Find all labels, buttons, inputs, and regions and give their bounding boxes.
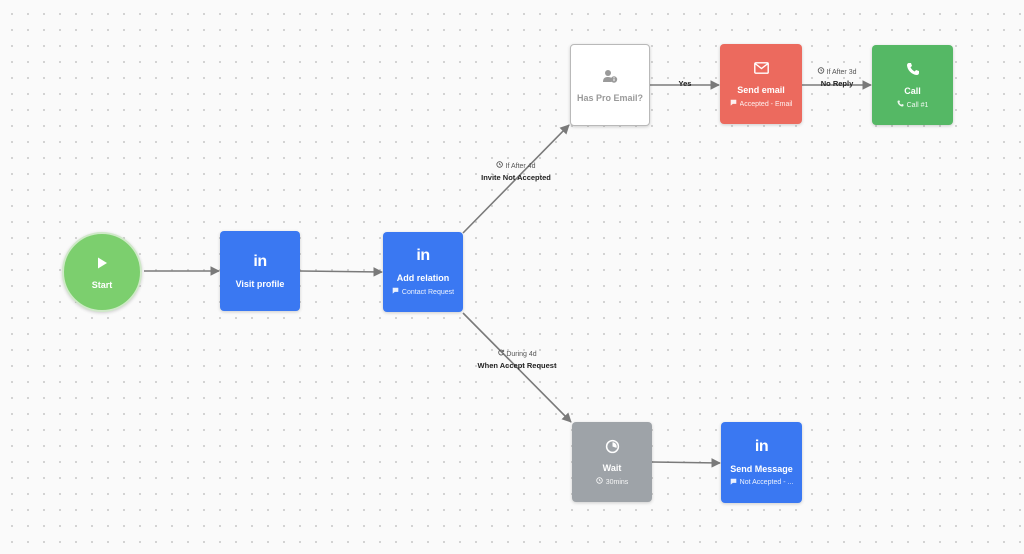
has-pro-email-title: Has Pro Email? <box>576 93 644 103</box>
refresh-icon <box>497 349 504 360</box>
linkedin-icon: in <box>253 253 267 270</box>
message-icon <box>730 478 737 489</box>
call-subtitle: Call #1 <box>897 100 928 111</box>
send-email-node[interactable]: Send email Accepted - Email <box>720 44 802 124</box>
add-relation-subtitle: Contact Request <box>392 287 454 298</box>
edge-label-no-reply[interactable]: If After 3d No Reply <box>817 67 856 89</box>
edge-condition: If After 4d <box>481 161 551 172</box>
envelope-icon <box>753 58 769 78</box>
add-relation-title: Add relation <box>396 273 450 283</box>
edge-condition: If After 3d <box>817 67 856 78</box>
wait-node[interactable]: Wait 30mins <box>572 422 652 502</box>
clock-icon <box>595 477 603 488</box>
clock-icon <box>496 161 504 172</box>
wait-subtitle: 30mins <box>595 477 628 488</box>
edge-event: Invite Not Accepted <box>481 173 551 182</box>
visit-profile-node[interactable]: in Visit profile <box>220 231 300 311</box>
linkedin-icon: in <box>416 247 430 264</box>
phone-icon <box>906 59 920 79</box>
wait-title: Wait <box>602 463 622 473</box>
clock-icon <box>817 67 825 78</box>
send-message-node[interactable]: in Send Message Not Accepted - ... <box>721 422 802 503</box>
edge-label-not-accepted[interactable]: If After 4d Invite Not Accepted <box>481 161 551 183</box>
edge-condition: During 4d <box>478 349 557 360</box>
linkedin-icon: in <box>754 437 769 455</box>
send-message-title: Send Message <box>730 463 793 474</box>
add-relation-node[interactable]: in Add relation Contact Request <box>383 232 463 312</box>
edge-label-accept-request[interactable]: During 4d When Accept Request <box>477 349 557 371</box>
send-message-subtitle: Not Accepted - ... <box>730 478 793 489</box>
send-email-subtitle: Accepted - Email <box>730 99 792 110</box>
has-pro-email-node[interactable]: Has Pro Email? <box>570 44 650 126</box>
phone-small-icon <box>897 100 904 111</box>
edge-event: No Reply <box>820 79 854 88</box>
message-icon <box>392 287 399 298</box>
edge-event: When Accept Request <box>477 361 557 370</box>
edge-label-yes[interactable]: Yes <box>679 78 692 89</box>
message-icon <box>730 99 737 110</box>
start-node-title: Start <box>91 280 113 290</box>
visit-profile-title: Visit profile <box>235 279 285 289</box>
edge-visit-to-add <box>299 267 383 277</box>
start-node[interactable]: Start <box>62 232 142 312</box>
user-info-icon <box>602 66 618 86</box>
edge-add-to-has-pro-email <box>462 124 570 234</box>
edge-wait-to-send-message <box>651 458 721 468</box>
edge-add-to-wait <box>462 312 572 423</box>
edge-event: Yes <box>678 79 692 88</box>
play-icon <box>95 253 109 273</box>
timer-icon <box>605 436 620 456</box>
call-title: Call <box>904 86 921 96</box>
call-node[interactable]: Call Call #1 <box>872 45 953 125</box>
send-email-title: Send email <box>737 85 785 95</box>
